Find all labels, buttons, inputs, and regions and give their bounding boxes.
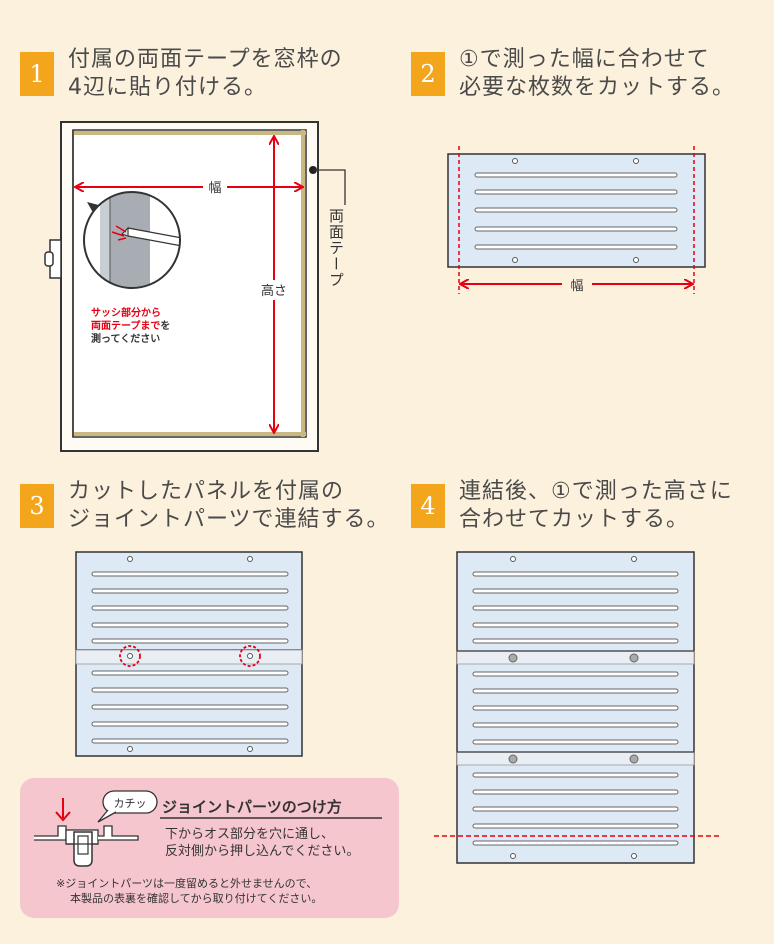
step-1-number: 1: [29, 60, 45, 88]
joined-panels-diagram: [75, 551, 303, 757]
height-cut-diagram: [434, 551, 720, 864]
joint-note-body1: 下からオス部分を穴に通し、: [165, 827, 335, 842]
step-3-line1: カットしたパネルを付属の: [68, 479, 345, 504]
step-4-badge: 4: [411, 484, 445, 528]
measure-note: サッシ部分から 両面テープまでを 測ってください: [91, 307, 170, 346]
step-4-line1: 連結後、①で測った高さに: [459, 479, 733, 504]
step-2-line2: 必要な枚数をカットする。: [459, 75, 736, 100]
step-3-text: カットしたパネルを付属の ジョイントパーツで連結する。: [68, 478, 390, 534]
step-3-number: 3: [29, 492, 45, 520]
joint-note-foot1: ※ジョイントパーツは一度留めると外せませんので、: [56, 877, 318, 890]
step-2-text: ①で測った幅に合わせて 必要な枚数をカットする。: [459, 46, 735, 102]
joint-note-body2: 反対側から押し込んでください。: [165, 844, 360, 859]
joint-marker-right: [239, 645, 261, 667]
joint-marker-left: [119, 645, 141, 667]
step-2-badge: 2: [411, 52, 445, 96]
measure-note-red2: 両面テープまで: [91, 321, 161, 332]
step-1-line1: 付属の両面テープを窓枠の: [68, 47, 343, 72]
tape-vertical-label: 両面テープ: [327, 208, 345, 288]
joint-note-title: ジョイントパーツのつけ方: [162, 798, 342, 816]
step-1-text: 付属の両面テープを窓枠の 4辺に貼り付ける。: [68, 46, 343, 102]
click-bubble: [102, 790, 158, 814]
step-3-line2: ジョイントパーツで連結する。: [68, 507, 390, 532]
step-4-text: 連結後、①で測った高さに 合わせてカットする。: [459, 478, 733, 534]
click-label: カチッ: [114, 797, 147, 810]
measure-note-line3: 測ってください: [91, 334, 161, 345]
step-4-line2: 合わせてカットする。: [459, 507, 690, 532]
panel-width-label: 幅: [570, 279, 583, 294]
down-arrow-icon: [55, 811, 71, 822]
joint-note-body: 下からオス部分を穴に通し、 反対側から押し込んでください。: [165, 826, 359, 860]
window-diagram: 幅 高さ: [44, 121, 346, 452]
step-3-badge: 3: [20, 484, 54, 528]
step-4-number: 4: [420, 492, 436, 520]
joint-note-foot: ※ジョイントパーツは一度留めると外せませんので、 本製品の表裏を確認してから取り…: [56, 876, 322, 906]
width-label: 幅: [208, 181, 221, 196]
panel-width-diagram: [447, 146, 706, 294]
step-2-number: 2: [420, 60, 436, 88]
step-2-line1: ①で測った幅に合わせて: [459, 47, 710, 72]
step-1-badge: 1: [20, 52, 54, 96]
joint-illustration: [34, 790, 382, 867]
step-1-line2: 4辺に貼り付ける。: [68, 75, 267, 100]
height-label: 高さ: [261, 283, 287, 299]
measure-note-red1: サッシ部分から: [91, 308, 161, 319]
measure-note-black2: を: [160, 321, 171, 332]
joint-note-foot2: 本製品の表裏を確認してから取り付けてください。: [70, 892, 323, 905]
